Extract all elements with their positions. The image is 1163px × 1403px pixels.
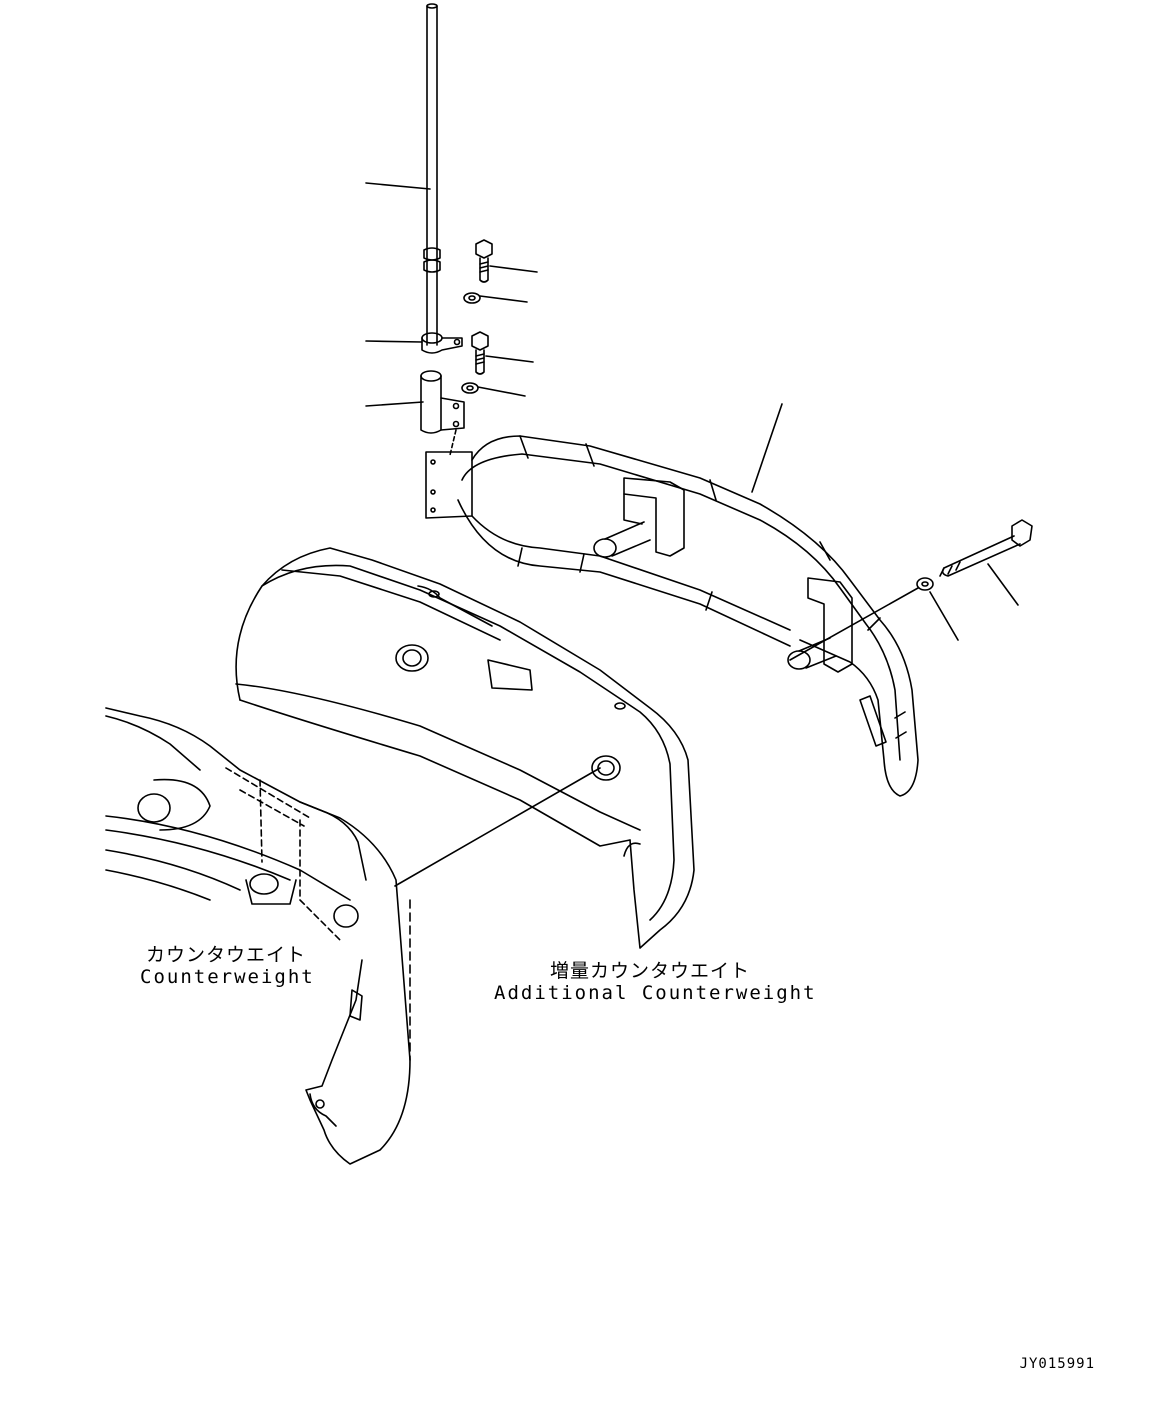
counterweight-label: カウンタウエイト Counterweight (140, 944, 315, 988)
washer-right (790, 578, 933, 660)
additional-counterweight-label: 増量カウンタウエイト Additional Counterweight (494, 960, 817, 1004)
bolt-lower (472, 332, 488, 374)
additional-counterweight (236, 548, 694, 948)
bolt-upper (476, 240, 492, 282)
guard-rail-frame (426, 436, 918, 796)
long-bolt (940, 520, 1032, 576)
rod-clamp (422, 333, 462, 353)
counterweight (106, 708, 600, 1164)
additional-counterweight-label-en: Additional Counterweight (494, 982, 817, 1004)
washer-upper (464, 293, 480, 303)
washer-lower (462, 383, 478, 393)
counterweight-label-en: Counterweight (140, 966, 315, 988)
additional-counterweight-label-jp: 増量カウンタウエイト (549, 960, 750, 982)
leader-lines (366, 183, 1018, 640)
counterweight-label-jp: カウンタウエイト (145, 944, 306, 966)
drawing-code: JY015991 (1019, 1356, 1095, 1372)
rod-holder (421, 371, 464, 455)
antenna-rod (424, 4, 440, 345)
